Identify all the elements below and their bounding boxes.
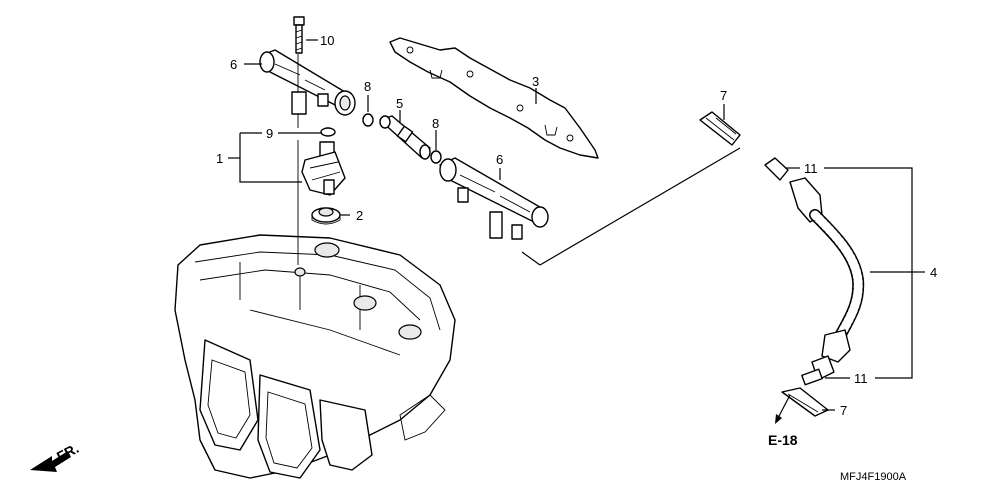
callout-11-top: 11: [804, 161, 818, 176]
reference-e-18: E-18: [768, 432, 798, 448]
joint-pipe-5: [379, 115, 431, 160]
callout-8-left: 8: [364, 79, 371, 94]
callout-11-bottom: 11: [854, 371, 868, 386]
diagram-code: MFJ4F1900A: [840, 471, 907, 483]
callout-7-top: 7: [720, 88, 727, 103]
callout-6-left: 6: [230, 57, 237, 72]
seal-8-left: [362, 113, 374, 127]
fuel-rail-right: [439, 157, 549, 240]
callout-7-bottom: 7: [840, 403, 847, 418]
clip-7-bottom: [781, 387, 829, 417]
fuel-injector-1: [301, 141, 346, 196]
callout-5: 5: [396, 96, 403, 111]
fuel-hose-4: [764, 157, 865, 386]
seal-8-right: [430, 150, 442, 164]
callout-10: 10: [320, 33, 334, 48]
o-ring-9: [320, 127, 336, 137]
front-direction-arrow: [30, 451, 71, 472]
fuel-rail-left: [259, 49, 356, 116]
insulator-2: [311, 207, 341, 225]
leader-lines: [228, 39, 925, 424]
bolt-10: [293, 16, 305, 54]
callout-2: 2: [356, 208, 363, 223]
callout-8-right: 8: [432, 116, 439, 131]
callout-6-right: 6: [496, 152, 503, 167]
plate-3: [389, 37, 599, 159]
callout-3: 3: [532, 74, 539, 89]
throttle-body-assembly: [174, 234, 456, 479]
callout-1: 1: [216, 151, 223, 166]
callout-9: 9: [266, 126, 273, 141]
callout-4: 4: [930, 265, 937, 280]
connector-7-top: [699, 111, 741, 146]
